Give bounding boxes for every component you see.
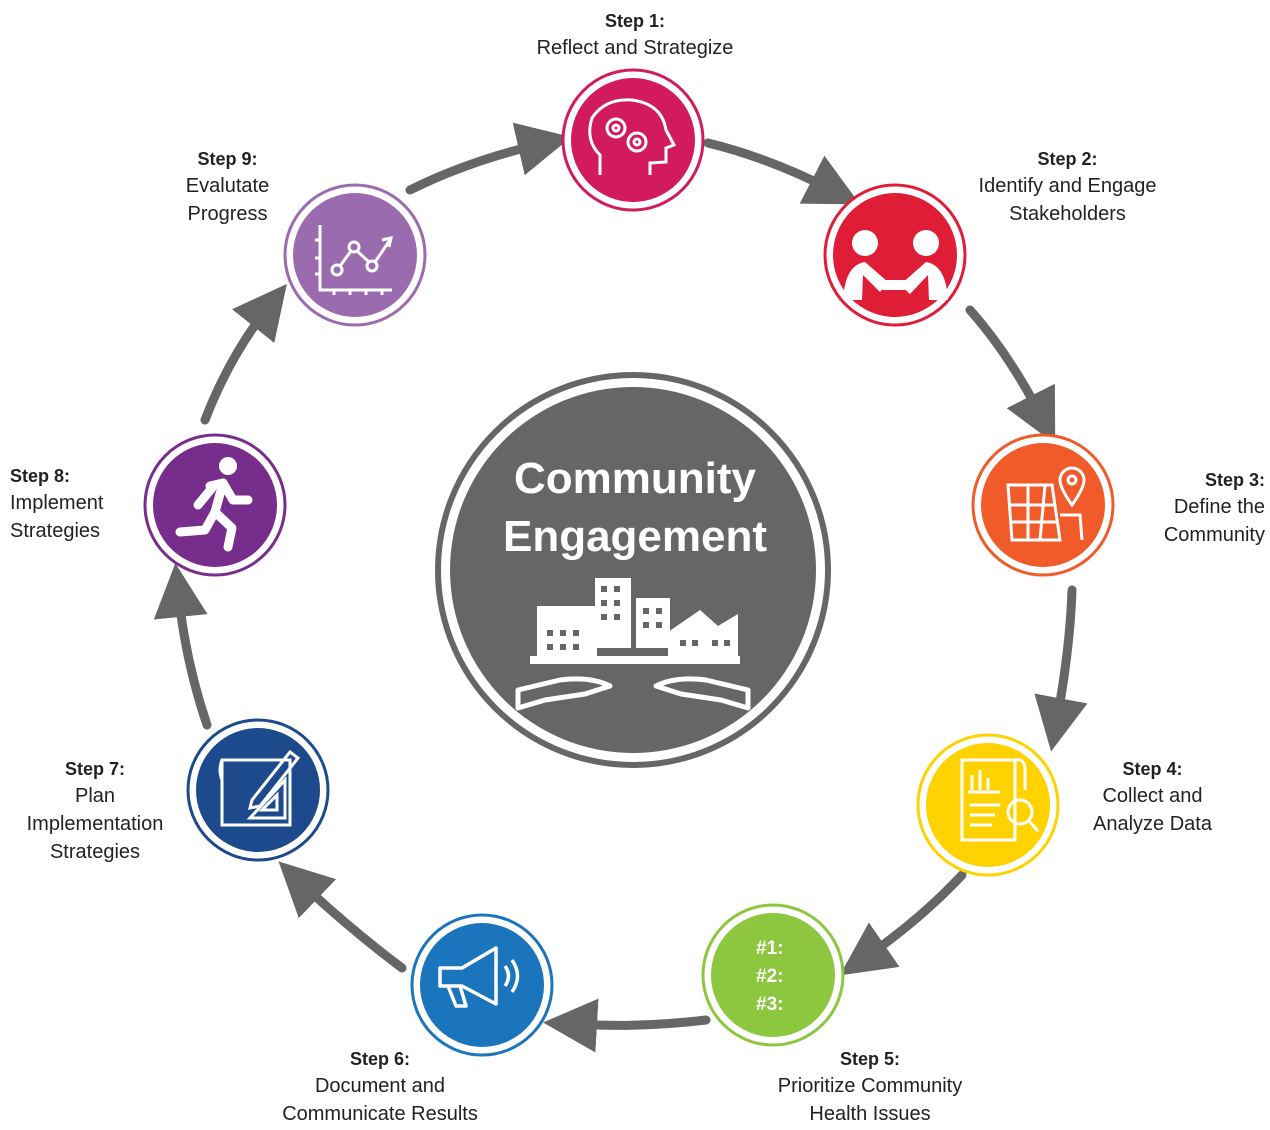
blueprint-icon (218, 749, 301, 827)
step-7-title: Step 7: (64, 759, 125, 779)
step-4-label: Step 4: Collect and Analyze Data (1075, 756, 1230, 838)
step-3-title: Step 3: (1204, 470, 1265, 490)
map-pin-icon (1006, 466, 1086, 542)
step-7-circle (186, 718, 330, 862)
step-5-title: Step 5: (839, 1049, 900, 1069)
arrow-step4-to-step5 (839, 870, 967, 976)
arrow-step8-to-step9 (200, 283, 287, 425)
step-4-line1: Collect and (1102, 785, 1203, 807)
rank-3: #3: (756, 994, 783, 1015)
cycle-arrows (153, 122, 1088, 1053)
megaphone-icon (438, 946, 520, 1008)
step-4-title: Step 4: (1122, 759, 1183, 779)
report-magnifier-icon (960, 758, 1040, 842)
step-6-line2: Communicate Results (282, 1103, 478, 1125)
step-6-circle (410, 913, 554, 1057)
arrow-step7-to-step8 (153, 563, 212, 730)
center-hub (435, 372, 831, 768)
step-3-circle (971, 433, 1115, 577)
open-hands-icon (515, 676, 751, 711)
step-9-line1: Evalutate (185, 175, 270, 197)
step-1-circle (561, 68, 705, 212)
arrow-step9-to-step1 (405, 122, 572, 195)
step-8-line1: Implement (10, 492, 104, 514)
ranked-list-icon: #1: #2: #3: (756, 938, 783, 1015)
arrow-step3-to-step4 (1034, 585, 1088, 752)
gears-head-icon (588, 98, 677, 175)
arrow-step2-to-step3 (965, 305, 1056, 445)
line-chart-icon (315, 225, 393, 295)
step-1-title: Step 1: (604, 11, 665, 31)
step-9-label: Step 9: Evalutate Progress (160, 146, 295, 228)
rank-2: #2: (756, 966, 783, 987)
step-2-line2: Stakeholders (1009, 203, 1126, 225)
step-7-line1: Plan (74, 785, 116, 807)
arrow-step5-to-step6 (543, 998, 711, 1053)
step-5-line1: Prioritize Community (777, 1075, 963, 1097)
step-6-line1: Document and (314, 1075, 446, 1097)
step-5-label: Step 5: Prioritize Community Health Issu… (740, 1046, 1000, 1128)
center-title-line2: Engagement (502, 512, 768, 561)
step-3-label: Step 3: Define the Community (1120, 467, 1265, 549)
step-4-circle (916, 733, 1060, 877)
center-title: Community Engagement (440, 450, 830, 566)
step-6-label: Step 6: Document and Communicate Results (255, 1046, 505, 1128)
step-7-line3: Strategies (49, 841, 141, 863)
center-title-line1: Community (514, 454, 756, 503)
rank-1: #1: (756, 938, 783, 959)
step-2-label: Step 2: Identify and Engage Stakeholders (945, 146, 1190, 228)
step-1-line1: Reflect and Strategize (536, 37, 734, 59)
arrow-step1-to-step2 (703, 138, 861, 205)
arrow-step6-to-step7 (278, 861, 407, 973)
step-3-line2: Community (1163, 524, 1265, 546)
step-2-line1: Identify and Engage (978, 175, 1157, 197)
step-9-circle (283, 183, 427, 327)
handshake-icon (843, 230, 948, 300)
step-2-circle (823, 183, 967, 327)
step-4-line2: Analyze Data (1093, 813, 1212, 835)
step-5-line2: Health Issues (809, 1103, 931, 1125)
step-3-line1: Define the (1173, 496, 1265, 518)
step-1-label: Step 1: Reflect and Strategize (480, 8, 790, 62)
step-6-title: Step 6: (349, 1049, 410, 1069)
step-5-circle: #1: #2: #3: (701, 903, 845, 1047)
step-2-title: Step 2: (1037, 149, 1098, 169)
city-buildings-icon (530, 578, 740, 664)
step-8-title: Step 8: (10, 466, 71, 486)
step-8-label: Step 8: Implement Strategies (10, 463, 150, 545)
step-7-label: Step 7: Plan Implementation Strategies (10, 756, 180, 866)
step-7-line2: Implementation (26, 813, 164, 835)
running-person-icon (175, 457, 253, 552)
step-9-line2: Progress (187, 203, 268, 225)
step-8-line2: Strategies (10, 520, 101, 542)
step-8-circle (143, 433, 287, 577)
step-9-title: Step 9: (197, 149, 258, 169)
